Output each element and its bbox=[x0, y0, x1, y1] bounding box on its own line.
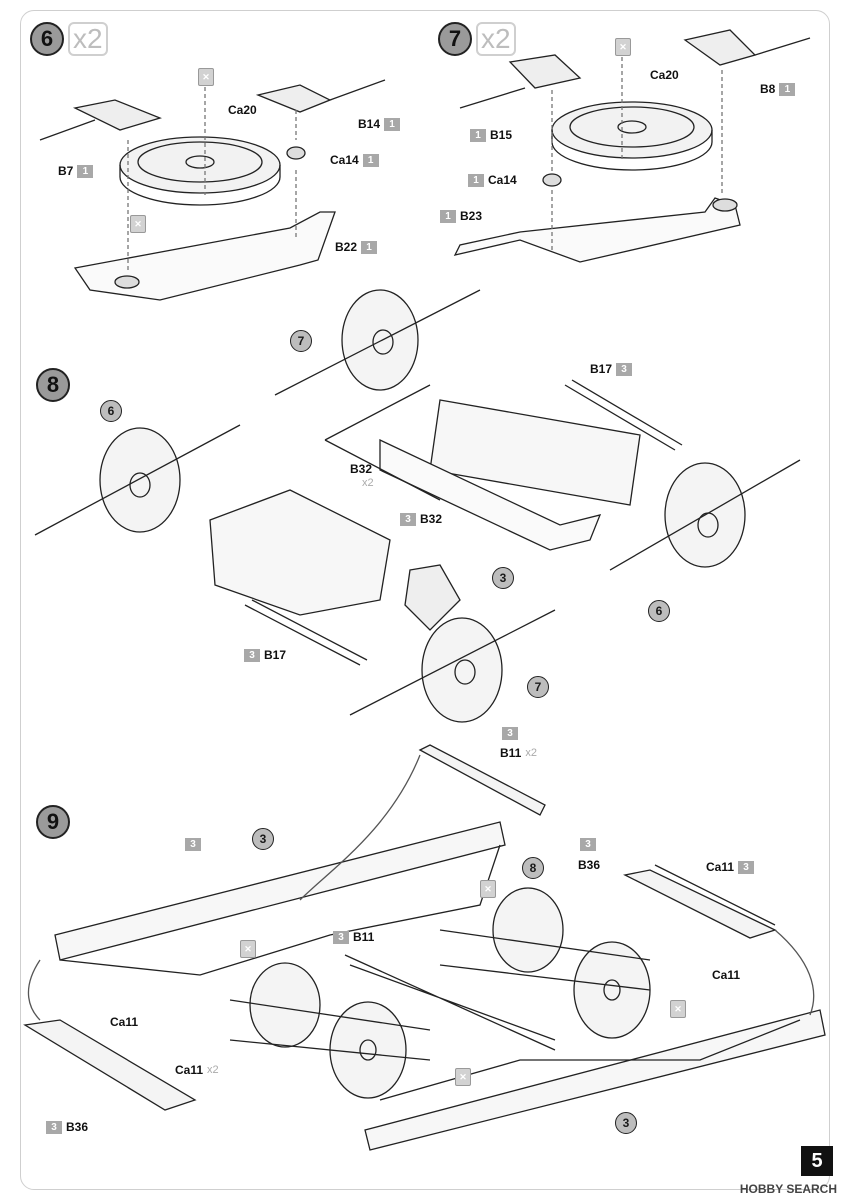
callout-7: 7 bbox=[290, 330, 312, 352]
glue-icon: ✕ bbox=[455, 1068, 471, 1086]
glue-icon: ✕ bbox=[198, 68, 214, 86]
part-label-ca20: Ca20 bbox=[228, 103, 257, 117]
callout-6: 6 bbox=[648, 600, 670, 622]
step-8-marker: 8 bbox=[36, 368, 70, 402]
part-label-b36: B36 bbox=[578, 858, 601, 872]
part-label-ca11: Ca11 bbox=[110, 1015, 139, 1029]
glue-icon: ✕ bbox=[240, 940, 256, 958]
callout-6: 6 bbox=[100, 400, 122, 422]
glue-icon: ✕ bbox=[130, 215, 146, 233]
step7-drawing bbox=[453, 29, 811, 263]
part-label-ca20: Ca20 bbox=[650, 68, 679, 82]
callout-8: 8 bbox=[522, 857, 544, 879]
glue-icon: ✕ bbox=[615, 38, 631, 56]
part-qty-s9: 3 bbox=[185, 838, 201, 851]
watermark: HOBBY SEARCH bbox=[739, 1182, 837, 1196]
page-border bbox=[20, 10, 830, 1190]
callout-3: 3 bbox=[492, 567, 514, 589]
step-9-marker: 9 bbox=[36, 805, 70, 839]
step-6-marker: 6 bbox=[30, 22, 64, 56]
step-6-multiplier: x2 bbox=[68, 22, 108, 56]
callout-7: 7 bbox=[527, 676, 549, 698]
step-7-multiplier: x2 bbox=[476, 22, 516, 56]
page-number: 5 bbox=[801, 1146, 833, 1176]
part-label-ca11: Ca11 bbox=[712, 968, 741, 982]
step6-drawing bbox=[39, 79, 386, 301]
glue-icon: ✕ bbox=[670, 1000, 686, 1018]
step9-drawing bbox=[23, 744, 826, 1151]
callout-3: 3 bbox=[615, 1112, 637, 1134]
step8-drawing bbox=[34, 289, 801, 723]
part-label-b32-mult: x2 bbox=[362, 477, 374, 489]
part-qty-b36: 3 bbox=[580, 838, 596, 851]
part-label-b32: B32 bbox=[350, 462, 373, 476]
callout-3: 3 bbox=[252, 828, 274, 850]
step-7-marker: 7 bbox=[438, 22, 472, 56]
part-qty-b11: 3 bbox=[502, 727, 518, 740]
glue-icon: ✕ bbox=[480, 880, 496, 898]
